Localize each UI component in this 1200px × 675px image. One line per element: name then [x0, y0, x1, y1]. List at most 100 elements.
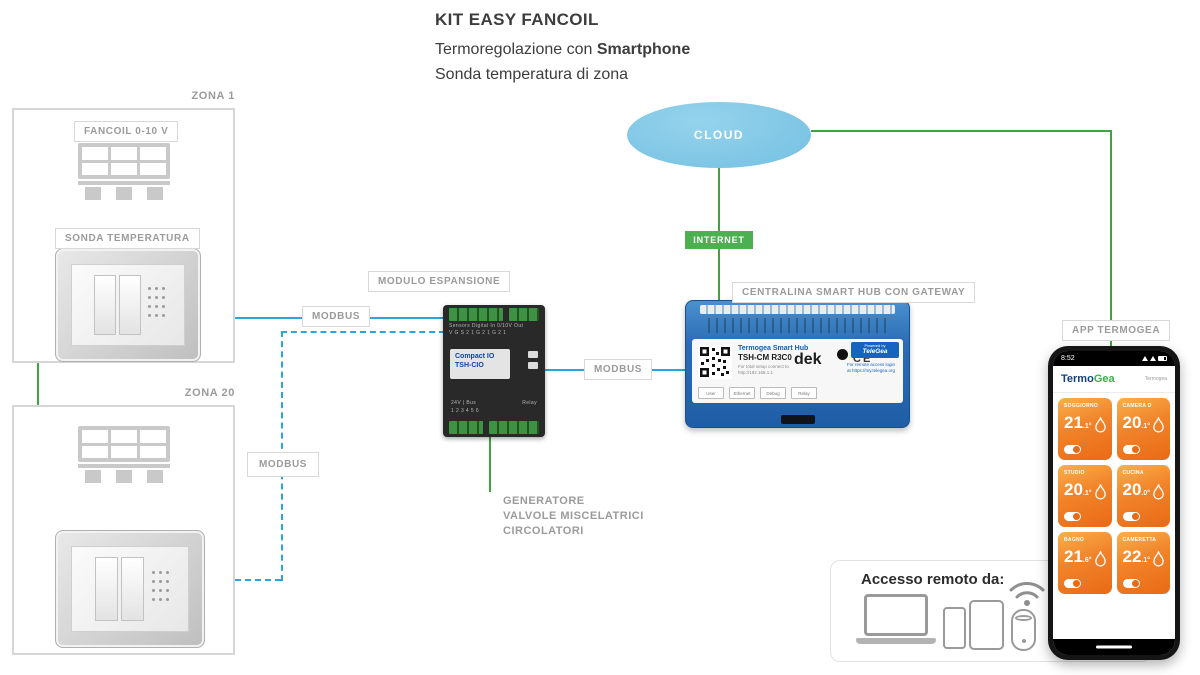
thermostat-plate-zona1 — [55, 248, 201, 362]
flame-icon — [1094, 550, 1106, 567]
rocker-switches — [95, 557, 144, 621]
temp-int: 20 — [1122, 480, 1142, 499]
laptop-screen — [864, 594, 928, 636]
module-supply-marking: 24V | Bus — [451, 400, 477, 406]
module-pin-markings-bottom: 1 2 3 4 5 6 — [451, 408, 480, 414]
diagram-title: KIT EASY FANCOIL Termoregolazione con Sm… — [435, 10, 690, 87]
buzzer — [837, 349, 848, 360]
status-icons — [1142, 356, 1167, 361]
room-tile-cameretta: CAMERETTA 22.1° — [1116, 532, 1170, 594]
room-name: BAGNO — [1064, 537, 1085, 543]
flame-icon — [1094, 416, 1106, 433]
room-tile-camera: CAMERA D 20.1° — [1116, 398, 1170, 460]
room-toggle — [1122, 445, 1140, 454]
temp-int: 20 — [1122, 413, 1142, 432]
modulo-espansione-label: MODULO ESPANSIONE — [368, 271, 511, 292]
temp-int: 20 — [1064, 480, 1083, 499]
telegea-badge: Powered by TeleGea — [851, 342, 899, 358]
title-line2-bold: Smartphone — [596, 41, 691, 58]
temp-dec: .1° — [1141, 557, 1151, 564]
telegea-logo: TeleGea — [862, 348, 888, 355]
title-line1: KIT EASY FANCOIL — [435, 10, 599, 29]
outputs-line3: CIRCOLATORI — [503, 525, 584, 537]
terminal-block — [509, 308, 539, 321]
status-bar: 8:52 — [1053, 351, 1175, 366]
room-temperature: 22.1° — [1123, 547, 1151, 570]
smartphone-mockup: 8:52 TermoGea Termogea SOGGIORNO 21.1° — [1048, 346, 1180, 660]
phone-screen: 8:52 TermoGea Termogea SOGGIORNO 21.1° — [1053, 351, 1175, 655]
battery-icon — [1158, 356, 1167, 361]
room-toggle — [1122, 579, 1140, 588]
fancoil-base — [78, 464, 170, 468]
fancoil-vents — [78, 143, 170, 179]
outputs-text: GENERATORE VALVOLE MISCELATRICI CIRCOLAT… — [503, 494, 644, 539]
flame-icon — [1094, 483, 1106, 500]
laptop-icon — [856, 594, 936, 644]
compact-io-module: Sensors Digital In 0/10V Out V G S 2 1 G… — [443, 305, 545, 437]
outputs-line2: VALVOLE MISCELATRICI — [503, 510, 644, 522]
hub-remote-note: For remote access login at https://my.te… — [847, 362, 896, 373]
green-line-cloud-phone-vertical — [1110, 130, 1112, 348]
cloud-label: CLOUD — [693, 128, 745, 142]
modbus-label-zona20: MODBUS — [247, 452, 320, 477]
hub-setup-note: For total setup connect to http://192.16… — [738, 364, 789, 375]
green-line-cloud-phone-horizontal — [811, 130, 1112, 132]
room-toggle — [1122, 512, 1140, 521]
title-line2-prefix: Termoregolazione con — [435, 41, 597, 58]
port-debug: Debug — [760, 387, 786, 399]
terminal-block — [489, 421, 539, 434]
temp-int: 21 — [1064, 413, 1083, 432]
port-user: User — [698, 387, 724, 399]
room-tile-studio: STUDIO 20.1° — [1058, 465, 1112, 527]
hub-name: Termogea Smart Hub — [738, 345, 809, 352]
home-indicator — [1053, 639, 1175, 655]
temp-dec: .1° — [1141, 423, 1151, 430]
fancoil-icon-zona20 — [78, 426, 170, 483]
speaker-dot — [1021, 639, 1026, 643]
qr-code — [698, 345, 732, 379]
title-line3: Sonda temperatura di zona — [435, 66, 629, 83]
room-tile-soggiorno: SOGGIORNO 21.1° — [1058, 398, 1112, 460]
hub-vents — [708, 318, 887, 333]
title-line2: Termoregolazione con Smartphone — [435, 37, 690, 62]
room-toggle — [1064, 445, 1081, 454]
hub-text-block: Termogea Smart Hub TSH-CM R3C0 For total… — [738, 345, 808, 375]
internet-badge: INTERNET — [685, 231, 753, 249]
flame-icon — [1153, 416, 1164, 433]
room-tile-cucina: CUCINA 20.0° — [1116, 465, 1170, 527]
laptop-base — [856, 638, 936, 644]
signal-icon — [1142, 356, 1148, 361]
thermostat-plate-zona20 — [55, 530, 205, 648]
outputs-line1: GENERATORE — [503, 495, 585, 507]
module-pin-markings: V G S 2 1 G 2 1 G 2 1 — [449, 330, 507, 336]
internet-label: INTERNET — [693, 235, 745, 245]
app-logo-part2: Gea — [1093, 373, 1115, 385]
wifi-status-icon — [1150, 356, 1156, 361]
zona1-label: ZONA 1 — [191, 90, 235, 102]
module-relay-marking: Relay — [522, 400, 537, 406]
module-io-markings: Sensors Digital In 0/10V Out — [449, 323, 524, 329]
green-line-module-outputs — [489, 437, 491, 492]
rocker-switches — [94, 274, 142, 336]
fancoil-feet — [78, 187, 170, 200]
room-temperature: 21.6° — [1064, 547, 1092, 570]
din-clip — [780, 415, 815, 424]
app-logo-small: Termogea — [1144, 376, 1167, 382]
green-line-internet-hub — [718, 249, 720, 301]
wifi-icon — [1006, 577, 1048, 612]
status-time: 8:52 — [1061, 355, 1075, 362]
room-name: SOGGIORNO — [1064, 403, 1099, 409]
room-temperature: 20.0° — [1123, 480, 1151, 503]
temp-dec: .0° — [1141, 490, 1151, 497]
module-port — [528, 362, 538, 369]
smartphone-icon — [943, 607, 966, 649]
room-toggle — [1064, 512, 1081, 521]
terminal-block — [449, 308, 503, 321]
app-termogea-label: APP TERMOGEA — [1062, 320, 1171, 341]
green-line-cloud-internet — [718, 168, 720, 232]
modbus-label-sonda: MODBUS — [302, 306, 371, 327]
room-toggle — [1064, 579, 1081, 588]
hub-terminal-strip — [700, 305, 895, 314]
sensor-vent-dots — [151, 570, 173, 607]
